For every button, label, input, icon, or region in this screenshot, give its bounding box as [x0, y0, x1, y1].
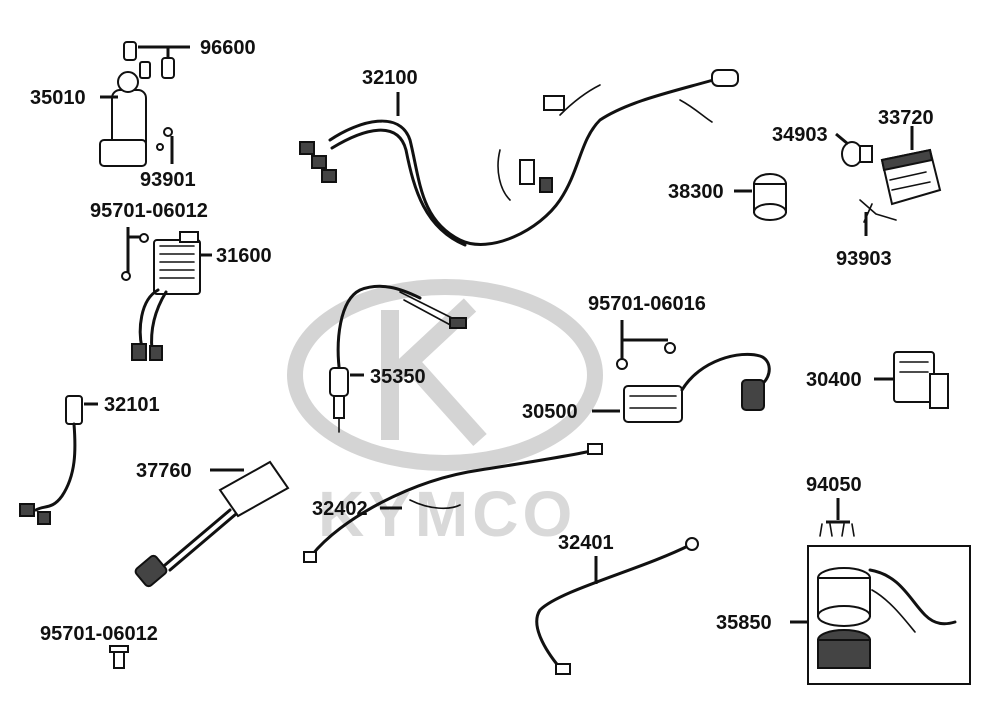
- part-starter-relay[interactable]: [817, 567, 957, 669]
- label-95701-06012-bottom: 95701-06012: [40, 623, 158, 645]
- part-sub-harness-32101[interactable]: [19, 395, 83, 525]
- part-battery-cable-32401[interactable]: [535, 537, 699, 675]
- label-95701-06012-top: 95701-06012: [90, 200, 208, 222]
- label-33720: 33720: [878, 107, 934, 129]
- part-voltage-regulator[interactable]: [131, 231, 201, 361]
- label-32100: 32100: [362, 67, 418, 89]
- part-screw-94050[interactable]: [819, 523, 855, 537]
- part-spark-plug-cable[interactable]: [329, 284, 467, 433]
- label-93903: 93903: [836, 248, 892, 270]
- label-35350: 35350: [370, 366, 426, 388]
- part-bolt-95701-06012[interactable]: [109, 645, 129, 669]
- part-buzzer[interactable]: [753, 173, 787, 221]
- part-cable-32402[interactable]: [303, 443, 603, 563]
- label-31600: 31600: [216, 245, 272, 267]
- label-32402: 32402: [312, 498, 368, 520]
- label-38300: 38300: [668, 181, 724, 203]
- part-sensor-37760[interactable]: [134, 460, 290, 588]
- part-ignition-switch[interactable]: [99, 41, 175, 167]
- part-bulb[interactable]: [841, 141, 873, 167]
- label-30400: 30400: [806, 369, 862, 391]
- label-37760: 37760: [136, 460, 192, 482]
- label-95701-06016: 95701-06016: [588, 293, 706, 315]
- label-96600: 96600: [200, 37, 256, 59]
- label-30500: 30500: [522, 401, 578, 423]
- part-ignition-coil[interactable]: [623, 352, 771, 423]
- starter-relay-callout-box: [807, 545, 971, 685]
- part-main-wiring-harness[interactable]: [299, 69, 739, 247]
- label-32101: 32101: [104, 394, 160, 416]
- label-35010: 35010: [30, 87, 86, 109]
- part-relay-box[interactable]: [880, 148, 942, 206]
- part-cdi-unit[interactable]: [893, 351, 949, 409]
- label-32401: 32401: [558, 532, 614, 554]
- kymco-logo-watermark: KYMCO: [287, 279, 603, 550]
- label-93901: 93901: [140, 169, 196, 191]
- label-34903: 34903: [772, 124, 828, 146]
- label-94050: 94050: [806, 474, 862, 496]
- label-35850: 35850: [716, 612, 772, 634]
